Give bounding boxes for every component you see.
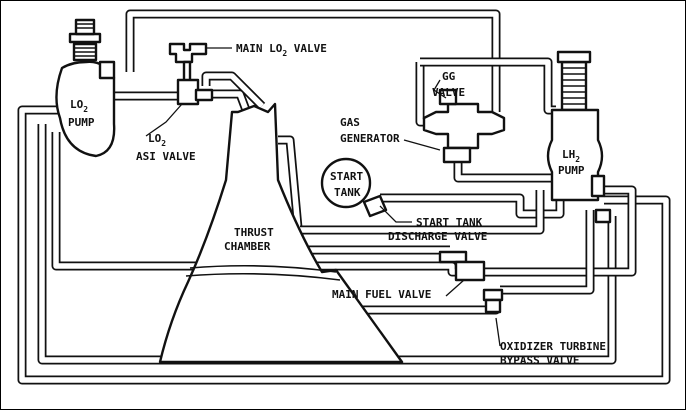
labels: MAIN LO2 VALVE LO2 PUMP LO2 ASI VALVE GG… xyxy=(68,42,606,367)
pipe-outer-loop-bore xyxy=(19,107,669,383)
lo2-pump-label-line1: LO2 xyxy=(70,98,88,114)
pipe-bypass-return xyxy=(500,210,595,295)
lo2-asi-valve-label-line1: LO2 xyxy=(148,132,166,148)
start-tank-discharge-valve-label-line2: DISCHARGE VALVE xyxy=(388,230,487,243)
pipe-chamber-right-bore xyxy=(278,137,450,253)
oxidizer-turbine-bypass-valve-label-line1: OXIDIZER TURBINE xyxy=(500,340,606,353)
lh2-pump xyxy=(546,50,612,224)
gg-valve-label-line2: VALVE xyxy=(432,86,465,99)
pipe-bypass-return-bore xyxy=(500,210,593,293)
pipe-lox-to-chamber-bore xyxy=(206,91,249,111)
lh2-pump-label-line2: PUMP xyxy=(558,164,585,177)
pipe-gg-outlet-bore xyxy=(455,162,552,181)
thrust-chamber-label-line2: CHAMBER xyxy=(224,240,271,253)
pipe-lox-riser-bore xyxy=(203,73,264,108)
gg-valve-label-line1: GG xyxy=(442,70,456,83)
pipe-lh2-chamber-bore xyxy=(300,190,543,233)
gas-generator-label-line2: GENERATOR xyxy=(340,132,400,145)
lo2-pump-label-line2: PUMP xyxy=(68,116,95,129)
lo2-pump xyxy=(55,18,116,158)
lo2-asi-valve xyxy=(176,78,214,106)
oxidizer-turbine-bypass-valve xyxy=(482,288,504,314)
main-fuel-valve-label: MAIN FUEL VALVE xyxy=(332,288,431,301)
start-tank-discharge-valve-label-line1: START TANK xyxy=(416,216,483,229)
start-tank-label-line1: START xyxy=(330,170,363,183)
start-tank-label-line2: TANK xyxy=(334,186,361,199)
pipe-fuel-main-bore xyxy=(53,132,635,275)
gas-generator xyxy=(422,88,506,164)
leader-lines xyxy=(145,47,501,347)
pipe-start-tank-bore xyxy=(380,195,563,217)
main-fuel-valve xyxy=(438,250,486,282)
thrust-chamber-label-line1: THRUST xyxy=(234,226,274,239)
lh2-pump-label-line1: LH2 xyxy=(562,148,580,164)
lo2-asi-valve-label-line2: ASI VALVE xyxy=(136,150,196,163)
gas-generator-label-line1: GAS xyxy=(340,116,360,129)
pipe-lox-main-bore xyxy=(112,84,191,99)
start-tank xyxy=(320,157,388,218)
main-lo2-valve xyxy=(168,42,208,86)
oxidizer-turbine-bypass-valve-label-line2: BYPASS VALVE xyxy=(500,354,579,367)
thrust-chamber xyxy=(158,102,404,364)
main-lo2-valve-label: MAIN LO2 VALVE xyxy=(236,42,327,58)
